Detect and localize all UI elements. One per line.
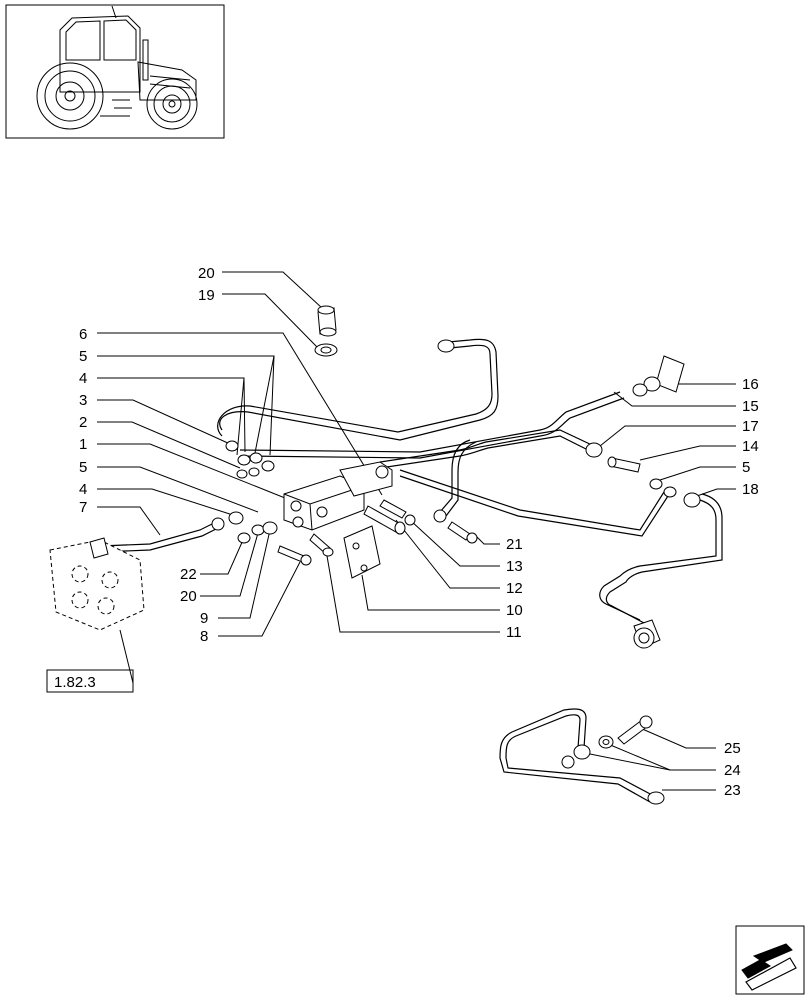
callout-labels-right: 16 15 17 14 5 18 21 13 12 10 11 25 24 23 (506, 376, 759, 799)
fittings-cluster-icon (225, 440, 275, 479)
fitting-18-icon (663, 486, 701, 508)
callout-labels-left: 20 19 6 5 4 3 2 1 5 4 7 22 20 9 8 (79, 265, 215, 645)
callout-13: 13 (506, 558, 523, 575)
fitting-20-icon (317, 305, 337, 337)
callout-15: 15 (742, 398, 759, 415)
callout-18: 18 (742, 481, 759, 498)
callout-5: 5 (79, 348, 87, 365)
callout-16: 16 (742, 376, 759, 393)
leader-lines-right (325, 383, 736, 791)
parts (49, 305, 701, 805)
callout-20-lower: 20 (180, 588, 197, 605)
bolt-8-icon (277, 545, 312, 566)
washer-24-icon (598, 735, 614, 749)
bolt-12-icon (363, 505, 406, 535)
callout-5-lower: 5 (79, 459, 87, 476)
callout-6: 6 (79, 326, 87, 343)
callout-11: 11 (506, 624, 522, 641)
callout-21: 21 (506, 536, 523, 553)
callout-9: 9 (200, 610, 208, 627)
callout-4: 4 (79, 370, 87, 387)
callout-20: 20 (198, 265, 215, 282)
callout-22: 22 (180, 566, 197, 583)
callout-3: 3 (79, 392, 87, 409)
callout-4-lower: 4 (79, 481, 87, 498)
bolt-14-icon (607, 456, 641, 473)
valve-block-1-icon (283, 461, 393, 531)
bolt-11-icon (309, 533, 334, 557)
fitting-24-icon (561, 744, 591, 769)
bolt-21-icon (447, 521, 478, 544)
callout-5-right: 5 (742, 459, 750, 476)
callout-14: 14 (742, 438, 759, 455)
next-page-arrow-icon[interactable] (735, 925, 805, 995)
end-fitting-18-icon (633, 619, 661, 649)
leader-lines-left (97, 271, 383, 684)
fittings-lower-left-icon (211, 511, 278, 544)
tractor-thumbnail-icon (5, 4, 225, 139)
callout-10: 10 (506, 602, 523, 619)
callout-2: 2 (79, 414, 87, 431)
callout-19: 19 (198, 287, 215, 304)
callout-24: 24 (724, 762, 741, 779)
brake-pipes (99, 338, 723, 803)
callout-25: 25 (724, 740, 741, 757)
callout-12: 12 (506, 580, 523, 597)
bolt-13-icon (379, 499, 416, 526)
pipe-end-21-icon (433, 509, 447, 523)
washer-19-icon (314, 343, 338, 357)
callout-7: 7 (79, 499, 87, 516)
callout-1: 1 (79, 436, 87, 453)
pipe-end-top-icon (437, 339, 455, 353)
reference-box[interactable]: 1.82.3 (46, 669, 134, 693)
washer-5-right-icon (649, 478, 663, 490)
fitting-16-icon (632, 355, 685, 397)
bolt-25-icon (617, 715, 653, 745)
reference-box-label: 1.82.3 (54, 674, 96, 691)
callout-17: 17 (742, 418, 759, 435)
nut-23-icon (647, 791, 665, 805)
pump-housing-icon (49, 537, 145, 631)
callout-8: 8 (200, 628, 208, 645)
bracket-10-icon (343, 525, 381, 579)
fitting-17-icon (585, 442, 603, 458)
callout-23: 23 (724, 782, 741, 799)
